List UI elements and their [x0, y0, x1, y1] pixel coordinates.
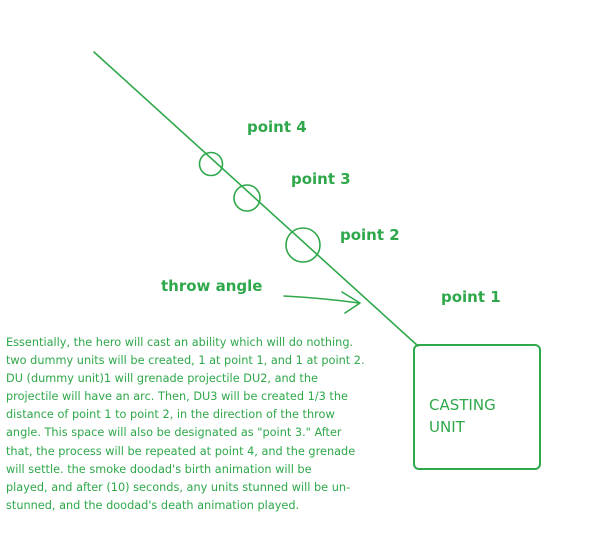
description-line-7: that, the process will be repeated at po…: [6, 444, 356, 458]
throw-trajectory-line: [93, 51, 419, 347]
casting-unit-label-line-1: CASTING: [429, 396, 496, 414]
point-3-label: point 3: [291, 170, 351, 188]
description-line-1: Essentially, the hero will cast an abili…: [6, 336, 354, 349]
description-line-10: stunned, and the doodad's death animatio…: [6, 498, 300, 512]
point-1-label: point 1: [441, 288, 501, 306]
point-2-circle: [285, 227, 321, 263]
description-text: Essentially, the hero will cast an abili…: [6, 334, 406, 515]
casting-unit-label: CASTING UNIT: [429, 394, 539, 438]
point-3-circle: [233, 184, 261, 212]
description-line-6: angle. This space will also be designate…: [6, 426, 342, 440]
description-line-8: will settle. the smoke doodad's birth an…: [6, 462, 312, 476]
throw-angle-label: throw angle: [161, 277, 263, 295]
casting-unit-box: CASTING UNIT: [413, 344, 541, 470]
description-line-2: two dummy units will be created, 1 at po…: [6, 354, 365, 368]
description-line-9: played, and after (10) seconds, any unit…: [6, 480, 351, 494]
description-line-3: DU (dummy unit)1 will grenade projectile…: [6, 372, 318, 386]
point-4-label: point 4: [247, 118, 307, 136]
description-line-5: distance of point 1 to point 2, in the d…: [6, 408, 335, 422]
casting-unit-label-line-2: UNIT: [429, 418, 465, 436]
throw-angle-arrow: [283, 291, 361, 314]
point-2-label: point 2: [340, 226, 400, 244]
description-line-4: projectile will have an arc. Then, DU3 w…: [6, 390, 348, 404]
point-4-circle: [198, 151, 224, 177]
